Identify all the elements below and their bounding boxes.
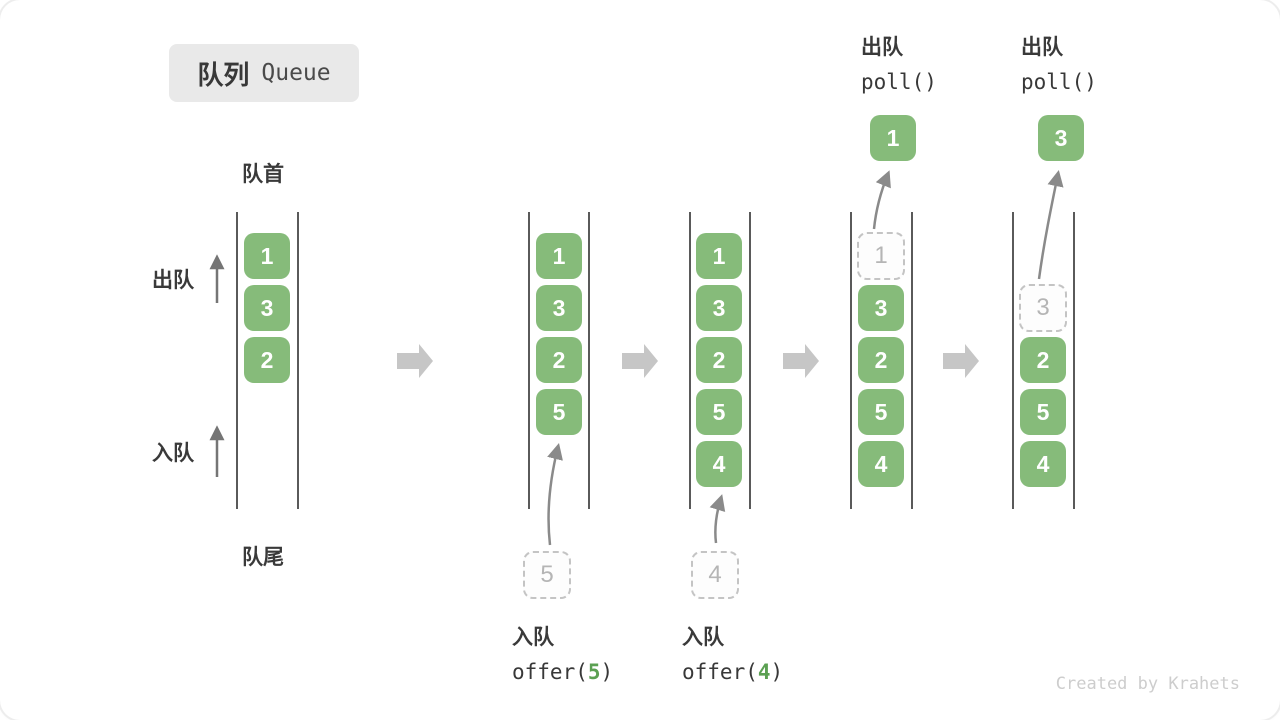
offer4-arrow <box>709 494 726 544</box>
transition-arrow-4 <box>943 344 979 378</box>
transition-arrow-2 <box>622 344 658 378</box>
op-enqueue-offer5-code: offer(5) <box>512 660 614 684</box>
queue2-item: 5 <box>536 389 582 435</box>
op-poll-2-label: 出队 <box>1021 36 1063 59</box>
label-dequeue-side: 出队 <box>152 269 194 292</box>
label-enqueue-side: 入队 <box>152 442 194 465</box>
op-poll-1: 出队 poll() <box>861 31 937 94</box>
queue5-wall-right <box>1073 212 1075 509</box>
op-enqueue-offer4-label: 入队 <box>682 626 724 649</box>
transition-arrow-3 <box>783 344 819 378</box>
queue4-ghost-item: 1 <box>857 232 905 280</box>
queue3-wall-left <box>689 212 691 509</box>
queue4-wall-right <box>911 212 913 509</box>
queue5-ghost-item: 3 <box>1019 284 1067 332</box>
queue2-pending-item: 5 <box>523 551 571 599</box>
queue1-wall-left <box>236 212 238 509</box>
offer5-arrow <box>547 443 563 546</box>
queue3-item: 3 <box>696 285 742 331</box>
queue2-item: 1 <box>536 233 582 279</box>
title-badge: 队列 Queue <box>169 44 359 102</box>
title-en: Queue <box>261 60 331 86</box>
queue3-wall-right <box>749 212 751 509</box>
poll2-arrow <box>1037 170 1064 280</box>
title-zh: 队列 <box>197 59 250 90</box>
transition-arrow-1 <box>397 344 433 378</box>
queue4-wall-left <box>850 212 852 509</box>
op-enqueue-offer4-arg: 4 <box>757 660 771 684</box>
queue4-item: 3 <box>858 285 904 331</box>
queue5-item: 4 <box>1020 441 1066 487</box>
queue2-wall-right <box>588 212 590 509</box>
label-queue-front: 队首 <box>242 163 284 186</box>
op-poll-2-code: poll() <box>1021 70 1097 94</box>
queue1-wall-right <box>297 212 299 509</box>
queue2-item: 2 <box>536 337 582 383</box>
op-enqueue-offer5-label: 入队 <box>512 626 554 649</box>
queue5-wall-left <box>1012 212 1014 509</box>
queue3-item: 2 <box>696 337 742 383</box>
op-enqueue-offer4-code: offer(4) <box>682 660 784 684</box>
queue2-wall-left <box>528 212 530 509</box>
queue5-item: 2 <box>1020 337 1066 383</box>
op-poll-1-label: 出队 <box>861 36 903 59</box>
queue4-item: 4 <box>858 441 904 487</box>
queue4-item: 5 <box>858 389 904 435</box>
op-enqueue-offer4: 入队 offer(4) <box>682 621 783 684</box>
queue3-item: 1 <box>696 233 742 279</box>
queue3-pending-item: 4 <box>691 551 739 599</box>
op-enqueue-offer5: 入队 offer(5) <box>512 621 613 684</box>
queue2-item: 3 <box>536 285 582 331</box>
queue4-item: 2 <box>858 337 904 383</box>
op-poll-1-code: poll() <box>861 70 937 94</box>
queue1-item: 1 <box>244 233 290 279</box>
queue3-item: 4 <box>696 441 742 487</box>
queue5-popped-item: 3 <box>1038 115 1084 161</box>
queue5-item: 5 <box>1020 389 1066 435</box>
queue3-item: 5 <box>696 389 742 435</box>
queue1-item: 3 <box>244 285 290 331</box>
queue1-item: 2 <box>244 337 290 383</box>
op-enqueue-offer5-arg: 5 <box>587 660 601 684</box>
watermark: Created by Krahets <box>1055 674 1240 694</box>
poll1-arrow <box>872 170 891 230</box>
queue4-popped-item: 1 <box>870 115 916 161</box>
label-queue-rear: 队尾 <box>242 546 284 569</box>
op-poll-2: 出队 poll() <box>1021 31 1097 94</box>
